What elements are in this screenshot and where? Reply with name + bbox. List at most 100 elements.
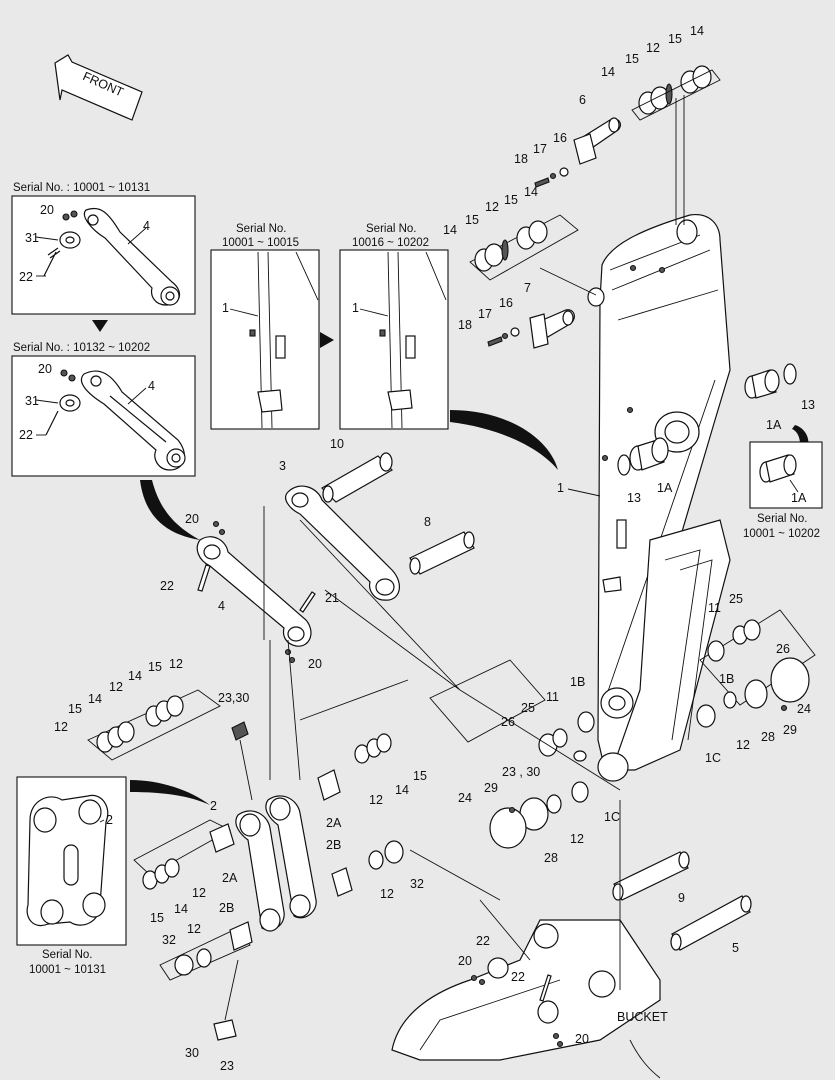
arm-assembly: 1 (557, 213, 731, 782)
svg-text:2A: 2A (326, 816, 342, 830)
svg-text:22: 22 (476, 934, 490, 948)
svg-text:16: 16 (553, 131, 567, 145)
down-triangle-icon (92, 320, 108, 332)
inset-bushing-caption-2: 10001 ~ 10202 (743, 528, 820, 540)
front-arrow: FRONT (54, 54, 143, 121)
svg-text:1C: 1C (604, 810, 620, 824)
svg-text:15: 15 (413, 769, 427, 783)
svg-text:25: 25 (729, 592, 743, 606)
inset-arm-b: Serial No. 10016 ~ 10202 1 (339, 223, 449, 430)
svg-text:20: 20 (458, 954, 472, 968)
svg-text:23: 23 (220, 1059, 234, 1073)
svg-text:2B: 2B (219, 901, 234, 915)
seal-stack-left: 12 15 14 12 14 15 12 (54, 657, 221, 761)
svg-text:17: 17 (533, 142, 547, 156)
inset-link-bottom: Serial No. : 10132 ~ 10202 20 31 22 4 (11, 342, 196, 477)
svg-text:20: 20 (38, 362, 52, 376)
svg-text:32: 32 (162, 933, 176, 947)
svg-text:12: 12 (570, 832, 584, 846)
svg-text:22: 22 (19, 428, 33, 442)
pointer-swoosh (140, 480, 200, 540)
svg-text:12: 12 (736, 738, 750, 752)
svg-text:15: 15 (148, 660, 162, 674)
inset-link2-caption-2: 10001 ~ 10131 (29, 964, 106, 976)
svg-text:31: 31 (25, 394, 39, 408)
svg-text:1: 1 (557, 481, 564, 495)
pin-5: 5 (670, 895, 752, 955)
svg-text:15: 15 (465, 213, 479, 227)
pin-8: 8 (409, 515, 475, 575)
svg-text:28: 28 (544, 851, 558, 865)
seal-group-right: 11 25 26 1B 24 28 29 12 1C (696, 592, 816, 765)
svg-text:17: 17 (478, 307, 492, 321)
svg-text:22: 22 (19, 270, 33, 284)
inset-bushing: 1A Serial No. 10001 ~ 10202 (743, 441, 823, 540)
inset-link2: 2 Serial No. 10001 ~ 10131 (16, 776, 127, 976)
svg-text:12: 12 (380, 887, 394, 901)
svg-text:29: 29 (783, 723, 797, 737)
svg-text:1B: 1B (719, 672, 734, 686)
link-2-assembly: 2 2A 2A 2B 2B 12 14 15 12 32 12 14 15 12… (133, 733, 427, 981)
seal-stack-mid: 14 15 12 15 14 (443, 185, 597, 296)
svg-text:14: 14 (443, 223, 457, 237)
inset-arm-b-caption-1: Serial No. (366, 223, 417, 235)
inset-bushing-caption-1: Serial No. (757, 513, 808, 525)
svg-text:3: 3 (279, 459, 286, 473)
grease-fitting-bottom: 30 23 (185, 959, 239, 1073)
svg-text:12: 12 (54, 720, 68, 734)
svg-text:15: 15 (668, 32, 682, 46)
svg-text:7: 7 (524, 281, 531, 295)
svg-text:1C: 1C (705, 751, 721, 765)
svg-text:21: 21 (325, 591, 339, 605)
svg-text:12: 12 (109, 680, 123, 694)
svg-text:15: 15 (150, 911, 164, 925)
inset-arm-b-caption-2: 10016 ~ 10202 (352, 237, 429, 249)
bucket: BUCKET 22 20 22 20 (391, 919, 668, 1079)
svg-text:26: 26 (501, 715, 515, 729)
svg-text:12: 12 (646, 41, 660, 55)
svg-text:15: 15 (625, 52, 639, 66)
svg-text:12: 12 (192, 886, 206, 900)
pin-10: 10 (321, 437, 393, 503)
svg-text:18: 18 (514, 152, 528, 166)
svg-text:11: 11 (546, 690, 559, 704)
svg-text:4: 4 (143, 219, 150, 233)
svg-text:14: 14 (174, 902, 188, 916)
svg-text:14: 14 (524, 185, 538, 199)
pointer-swoosh (792, 425, 809, 446)
pin-9: 9 (612, 851, 690, 905)
svg-text:1: 1 (222, 301, 229, 315)
right-triangle-icon (320, 332, 334, 348)
svg-text:25: 25 (521, 701, 535, 715)
link-4: 20 22 4 21 20 (160, 512, 339, 671)
svg-text:23,30: 23,30 (218, 691, 249, 705)
seal-stack-top: 14 15 12 15 14 (601, 24, 721, 225)
inset-link-bottom-caption: Serial No. : 10132 ~ 10202 (13, 342, 150, 354)
svg-text:4: 4 (218, 599, 225, 613)
pointer-swoosh (450, 410, 558, 470)
svg-text:12: 12 (485, 200, 499, 214)
svg-text:14: 14 (395, 783, 409, 797)
svg-text:20: 20 (185, 512, 199, 526)
svg-text:2: 2 (106, 813, 113, 827)
inset-link2-caption-1: Serial No. (42, 949, 93, 961)
svg-text:24: 24 (797, 702, 811, 716)
svg-text:2B: 2B (326, 838, 341, 852)
svg-text:5: 5 (732, 941, 739, 955)
svg-text:13: 13 (801, 398, 815, 412)
svg-text:1A: 1A (766, 418, 782, 432)
svg-text:15: 15 (68, 702, 82, 716)
svg-text:28: 28 (761, 730, 775, 744)
svg-text:22: 22 (160, 579, 174, 593)
inset-link-top-caption: Serial No. : 10001 ~ 10131 (13, 182, 150, 194)
bushing-1a-left: 13 1A (617, 437, 673, 505)
svg-text:24: 24 (458, 791, 472, 805)
svg-text:20: 20 (575, 1032, 589, 1046)
pin-7: 7 16 17 18 (458, 281, 575, 349)
inset-arm-a: Serial No. 10001 ~ 10015 1 (210, 223, 334, 430)
svg-text:23 , 30: 23 , 30 (502, 765, 540, 779)
link-3: 3 (279, 459, 400, 601)
svg-text:16: 16 (499, 296, 513, 310)
